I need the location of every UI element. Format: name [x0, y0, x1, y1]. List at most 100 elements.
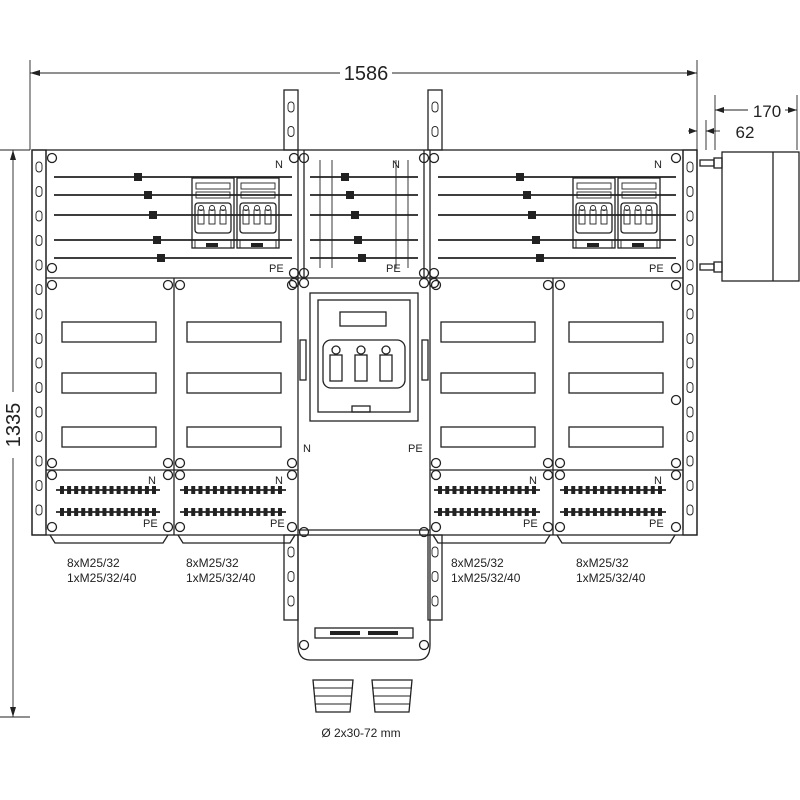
busbar-clamp: [354, 236, 362, 244]
busbar-section: [54, 160, 676, 268]
fuse-holder-3: [572, 177, 616, 249]
terminal: [109, 486, 114, 494]
busbar-clamp: [341, 173, 349, 181]
terminal: [95, 486, 100, 494]
terminal: [184, 508, 188, 516]
terminal: [517, 486, 522, 494]
terminal: [212, 508, 217, 516]
terminal: [123, 486, 128, 494]
terminal: [524, 508, 529, 516]
busbar-clamp: [346, 191, 354, 199]
junction: [288, 152, 300, 164]
junction: [174, 469, 186, 481]
rail-slot: [686, 357, 694, 369]
junction: [46, 262, 58, 274]
terminal: [191, 508, 196, 516]
rail-slot: [287, 546, 295, 558]
n-label-panel-4: N: [654, 475, 662, 487]
terminal: [278, 486, 282, 494]
junction: [174, 279, 186, 291]
junction: [174, 457, 186, 469]
terminal: [152, 486, 156, 494]
rail-slot: [686, 406, 694, 418]
junction: [554, 279, 566, 291]
meter-panel-2-line2: 1xM25/32/40: [186, 571, 256, 585]
terminal: [198, 508, 203, 516]
junction: [46, 152, 58, 164]
terminal: [60, 486, 64, 494]
meter-board-panel-2: [186, 321, 282, 448]
junction: [670, 521, 682, 533]
junction: [670, 469, 682, 481]
rail-slot: [431, 546, 439, 558]
depth-part-label: 62: [736, 123, 755, 142]
meter-slot: [61, 321, 157, 343]
terminal: [445, 508, 450, 516]
rail-slot: [35, 431, 43, 442]
terminal: [495, 508, 500, 516]
terminal-block-panel-4: [560, 486, 666, 516]
rail-slot: [35, 333, 43, 344]
fuse-holders: [191, 177, 661, 249]
junction: [554, 521, 566, 533]
terminal: [532, 486, 536, 494]
junction: [418, 639, 430, 651]
rail-slot: [431, 571, 439, 582]
main-switch: [299, 292, 429, 422]
busbar-mid: [310, 173, 418, 262]
terminal: [524, 486, 529, 494]
terminal: [88, 486, 93, 494]
terminal: [249, 486, 254, 494]
junction: [162, 469, 174, 481]
terminal-blocks: [56, 486, 666, 516]
terminal: [571, 508, 576, 516]
meter-slot: [568, 372, 664, 394]
busbar-clamp: [144, 191, 152, 199]
rail-bottom-right: [427, 534, 443, 621]
cable-gland-left: [312, 679, 354, 713]
terminal: [510, 508, 515, 516]
rail-top-left: [283, 89, 299, 151]
meter-slot: [186, 372, 282, 394]
rail-slot: [35, 284, 43, 295]
terminal: [270, 508, 275, 516]
width-dimension: 1586: [29, 60, 698, 150]
rail-slot: [35, 259, 43, 271]
terminal: [474, 486, 479, 494]
junction: [418, 267, 430, 279]
terminal: [144, 508, 149, 516]
terminal: [629, 508, 634, 516]
meter-slot: [568, 426, 664, 448]
n-label-switch: N: [303, 443, 311, 455]
busbar-clamp: [528, 211, 536, 219]
terminal: [220, 486, 225, 494]
rail-slot: [35, 357, 43, 369]
terminal: [481, 508, 486, 516]
busbar-clamp: [516, 173, 524, 181]
rail-slot: [35, 235, 43, 246]
rail-slot: [431, 595, 439, 607]
terminal: [517, 508, 522, 516]
terminal: [234, 508, 239, 516]
meter-panel-3-line1: 8xM25/32: [451, 556, 504, 570]
junction: [46, 469, 58, 481]
terminal: [198, 486, 203, 494]
terminal: [205, 508, 210, 516]
pe-label-panel-3: PE: [523, 518, 538, 530]
terminal: [130, 508, 135, 516]
panel-bases: [49, 534, 676, 544]
rail-slot: [686, 210, 694, 222]
meter-slot: [186, 321, 282, 343]
terminal: [607, 508, 612, 516]
junction: [46, 521, 58, 533]
rail-slot: [686, 235, 694, 246]
junction: [670, 457, 682, 469]
junction: [670, 152, 682, 164]
terminal: [621, 508, 626, 516]
rail-slot: [287, 126, 295, 137]
rail-slot: [35, 210, 43, 222]
junction: [418, 152, 430, 164]
meter-slot: [61, 426, 157, 448]
junction: [418, 526, 430, 538]
